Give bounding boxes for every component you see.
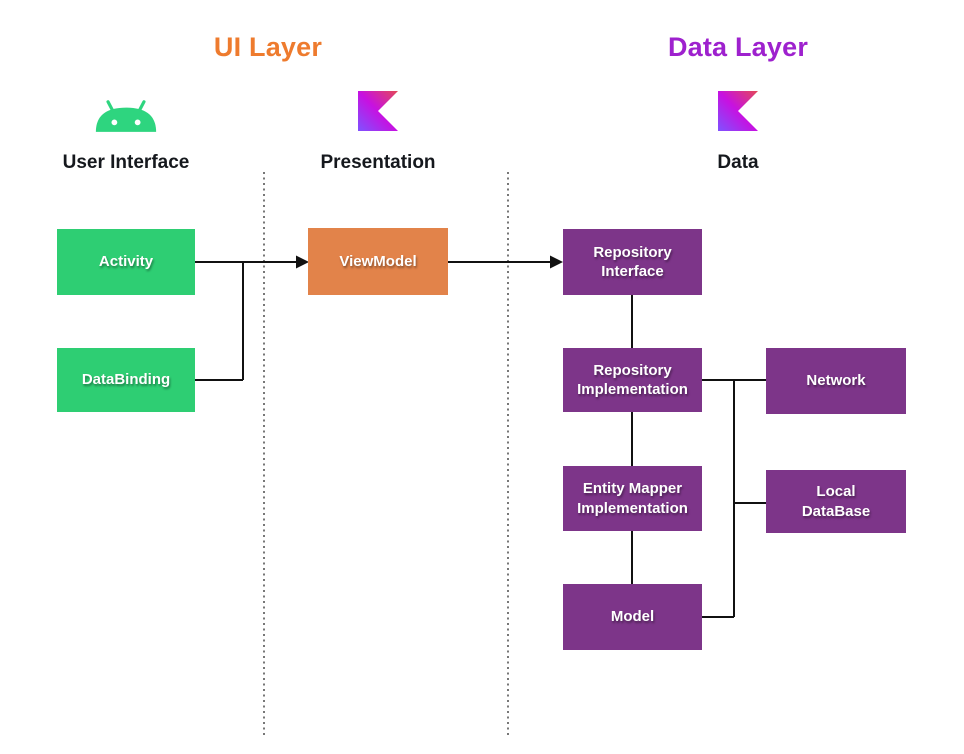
node-entity-mapper-implementation: Entity Mapper Implementation xyxy=(563,466,702,531)
node-network: Network xyxy=(766,348,906,414)
arrowhead-into-repository-interface xyxy=(550,255,563,269)
node-local-database: Local DataBase xyxy=(766,470,906,533)
column-label-data: Data xyxy=(717,152,759,173)
kotlin-icon xyxy=(358,91,398,131)
node-activity: Activity xyxy=(57,229,195,295)
kotlin-icon xyxy=(718,91,758,131)
node-databinding: DataBinding xyxy=(57,348,195,412)
column-label-user-interface: User Interface xyxy=(62,152,190,173)
node-repository-implementation: Repository Implementation xyxy=(563,348,702,412)
node-viewmodel: ViewModel xyxy=(308,228,448,295)
data-layer-title: Data Layer xyxy=(667,32,809,62)
diagram-edges xyxy=(195,261,766,618)
android-icon xyxy=(94,97,158,134)
arrowhead-into-viewmodel xyxy=(296,255,309,269)
ui-layer-title: UI Layer xyxy=(213,32,323,62)
node-model: Model xyxy=(563,584,702,650)
column-label-presentation: Presentation xyxy=(320,152,436,173)
node-repository-interface: Repository Interface xyxy=(563,229,702,295)
